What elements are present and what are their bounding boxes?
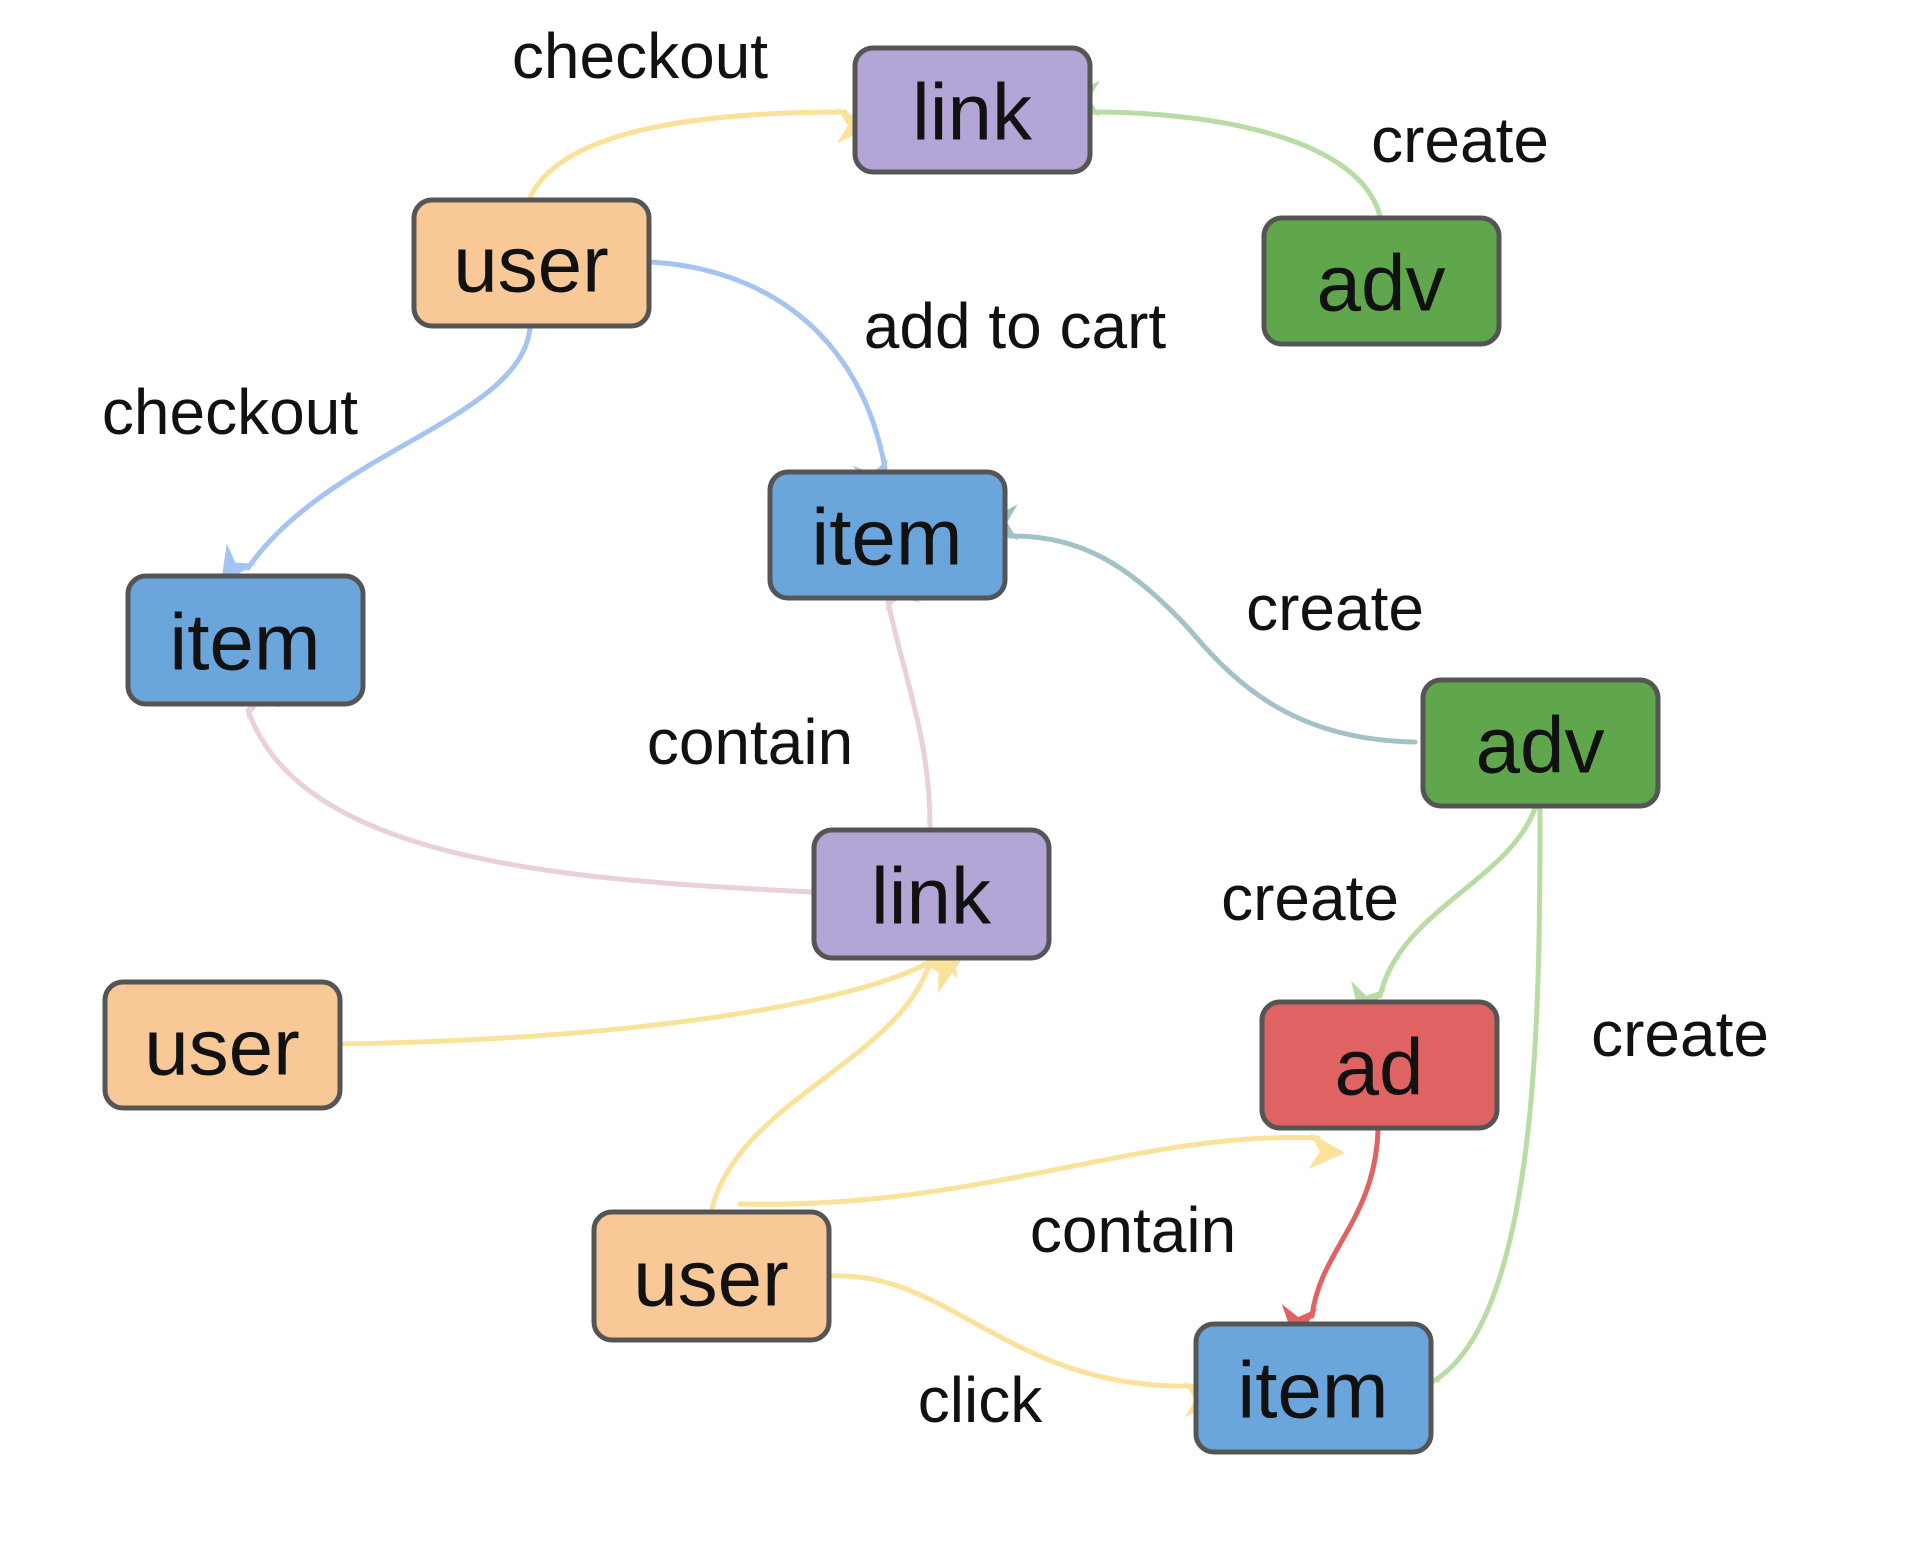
edge-label-contain-mid: contain (647, 706, 853, 778)
node-adv-right[interactable]: adv (1420, 677, 1661, 809)
edge-label-contain-bottom: contain (1030, 1194, 1236, 1266)
node-item-bottom[interactable]: item (1193, 1321, 1434, 1455)
edge-adv-right-to-item-bottom (1401, 805, 1543, 1385)
edge-adv-top-to-link-top (1064, 80, 1383, 219)
node-user-bottom[interactable]: user (591, 1209, 832, 1343)
edge-label-create-top: create (1371, 104, 1549, 176)
edge-label-create-right: create (1591, 998, 1769, 1070)
node-ad[interactable]: ad (1259, 999, 1500, 1131)
edge-label-checkout-top: checkout (512, 20, 768, 92)
edge-link-mid-to-item-mid (885, 571, 933, 829)
edge-adv-right-to-ad (1351, 805, 1538, 1021)
node-label: adv (1476, 701, 1605, 790)
node-item-mid[interactable]: item (767, 469, 1008, 601)
edge-ad-to-item-bottom (1281, 1127, 1381, 1343)
edge-labels: checkout create add to cart checkout cre… (102, 20, 1769, 1436)
node-link-top[interactable]: link (852, 45, 1093, 175)
node-label: user (633, 1234, 789, 1323)
node-user-left[interactable]: user (102, 979, 343, 1111)
node-label: link (912, 68, 1033, 157)
nodes: link user adv item item adv link user (102, 45, 1661, 1455)
node-link-mid[interactable]: link (811, 827, 1052, 961)
node-user-top[interactable]: user (411, 197, 652, 329)
node-label: user (453, 220, 609, 309)
edge-adv-right-to-item-mid (981, 504, 1418, 745)
edge-label-create-mid: create (1246, 572, 1424, 644)
node-label: link (871, 852, 992, 941)
edge-user-bottom-to-item-bottom (827, 1273, 1221, 1418)
node-item-left[interactable]: item (125, 573, 366, 707)
node-label: item (169, 598, 320, 687)
edge-link-mid-to-item-left (245, 679, 815, 895)
node-label: item (1237, 1346, 1388, 1435)
edge-user-top-to-item-mid (647, 259, 888, 498)
edge-label-checkout-left: checkout (102, 376, 358, 448)
node-label: user (144, 1003, 300, 1092)
node-label: item (811, 493, 962, 582)
edge-user-left-to-link-mid (337, 959, 961, 1047)
edge-user-top-to-link-top (527, 107, 873, 201)
edge-label-click: click (918, 1364, 1043, 1436)
edge-label-create-ad: create (1221, 862, 1399, 934)
node-label: adv (1317, 239, 1446, 328)
edges (220, 80, 1543, 1418)
edge-label-add-to-cart: add to cart (864, 290, 1167, 362)
edge-user-bottom-to-link-mid (709, 939, 958, 1211)
node-adv-top[interactable]: adv (1261, 215, 1502, 347)
edge-user-top-to-item-left (220, 325, 533, 584)
node-label: ad (1335, 1023, 1424, 1112)
edge-user-bottom-to-ad (737, 1133, 1346, 1207)
